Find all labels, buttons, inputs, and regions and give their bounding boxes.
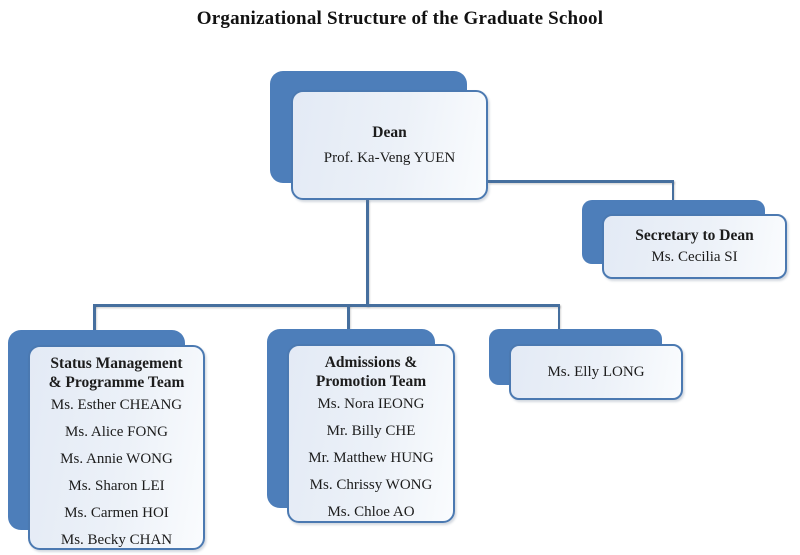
org-node-elly: Ms. Elly LONG [509, 344, 683, 400]
chart-title: Organizational Structure of the Graduate… [196, 8, 604, 29]
member-name: Ms. Annie WONG [60, 451, 173, 467]
member-name: Ms. Nora IEONG [317, 396, 425, 412]
connector-status-team-drop [93, 304, 96, 331]
member-name: Ms. Sharon LEI [68, 478, 165, 494]
connector-dean-secretary-horizontal [488, 180, 674, 183]
connector-admissions-team-drop [347, 304, 350, 330]
member-name: Mr. Billy CHE [326, 423, 416, 439]
org-node-dean: Dean Prof. Ka-Veng YUEN [291, 90, 488, 200]
connector-elly-drop [557, 304, 560, 330]
connector-dean-drop [366, 199, 369, 306]
node-title-line: Promotion Team [315, 373, 427, 390]
member-name: Ms. Carmen HOI [64, 505, 169, 521]
member-name: Ms. Becky CHAN [60, 532, 173, 548]
node-title-line: & Programme Team [48, 374, 185, 391]
member-name: Ms. Esther CHEANG [50, 397, 183, 413]
node-name: Prof. Ka-Veng YUEN [323, 149, 456, 166]
org-node-status-team: Status Management & Programme Team Ms. E… [28, 345, 205, 550]
member-name: Mr. Matthew HUNG [308, 450, 434, 466]
member-name: Ms. Chrissy WONG [309, 477, 433, 493]
node-title: Secretary to Dean [635, 227, 754, 244]
member-name: Ms. Alice FONG [65, 424, 168, 440]
node-title-line: Status Management [50, 355, 183, 372]
connector-dean-secretary-vertical [671, 180, 674, 201]
member-name: Ms. Chloe AO [327, 504, 415, 520]
org-node-secretary: Secretary to Dean Ms. Cecilia SI [602, 214, 787, 279]
node-title-line: Admissions & [324, 354, 418, 371]
node-name: Ms. Elly LONG [547, 364, 645, 380]
node-title: Dean [372, 123, 407, 141]
connector-children-rail [93, 304, 560, 307]
node-name: Ms. Cecilia SI [651, 249, 738, 265]
org-node-admissions-team: Admissions & Promotion Team Ms. Nora IEO… [287, 344, 455, 523]
